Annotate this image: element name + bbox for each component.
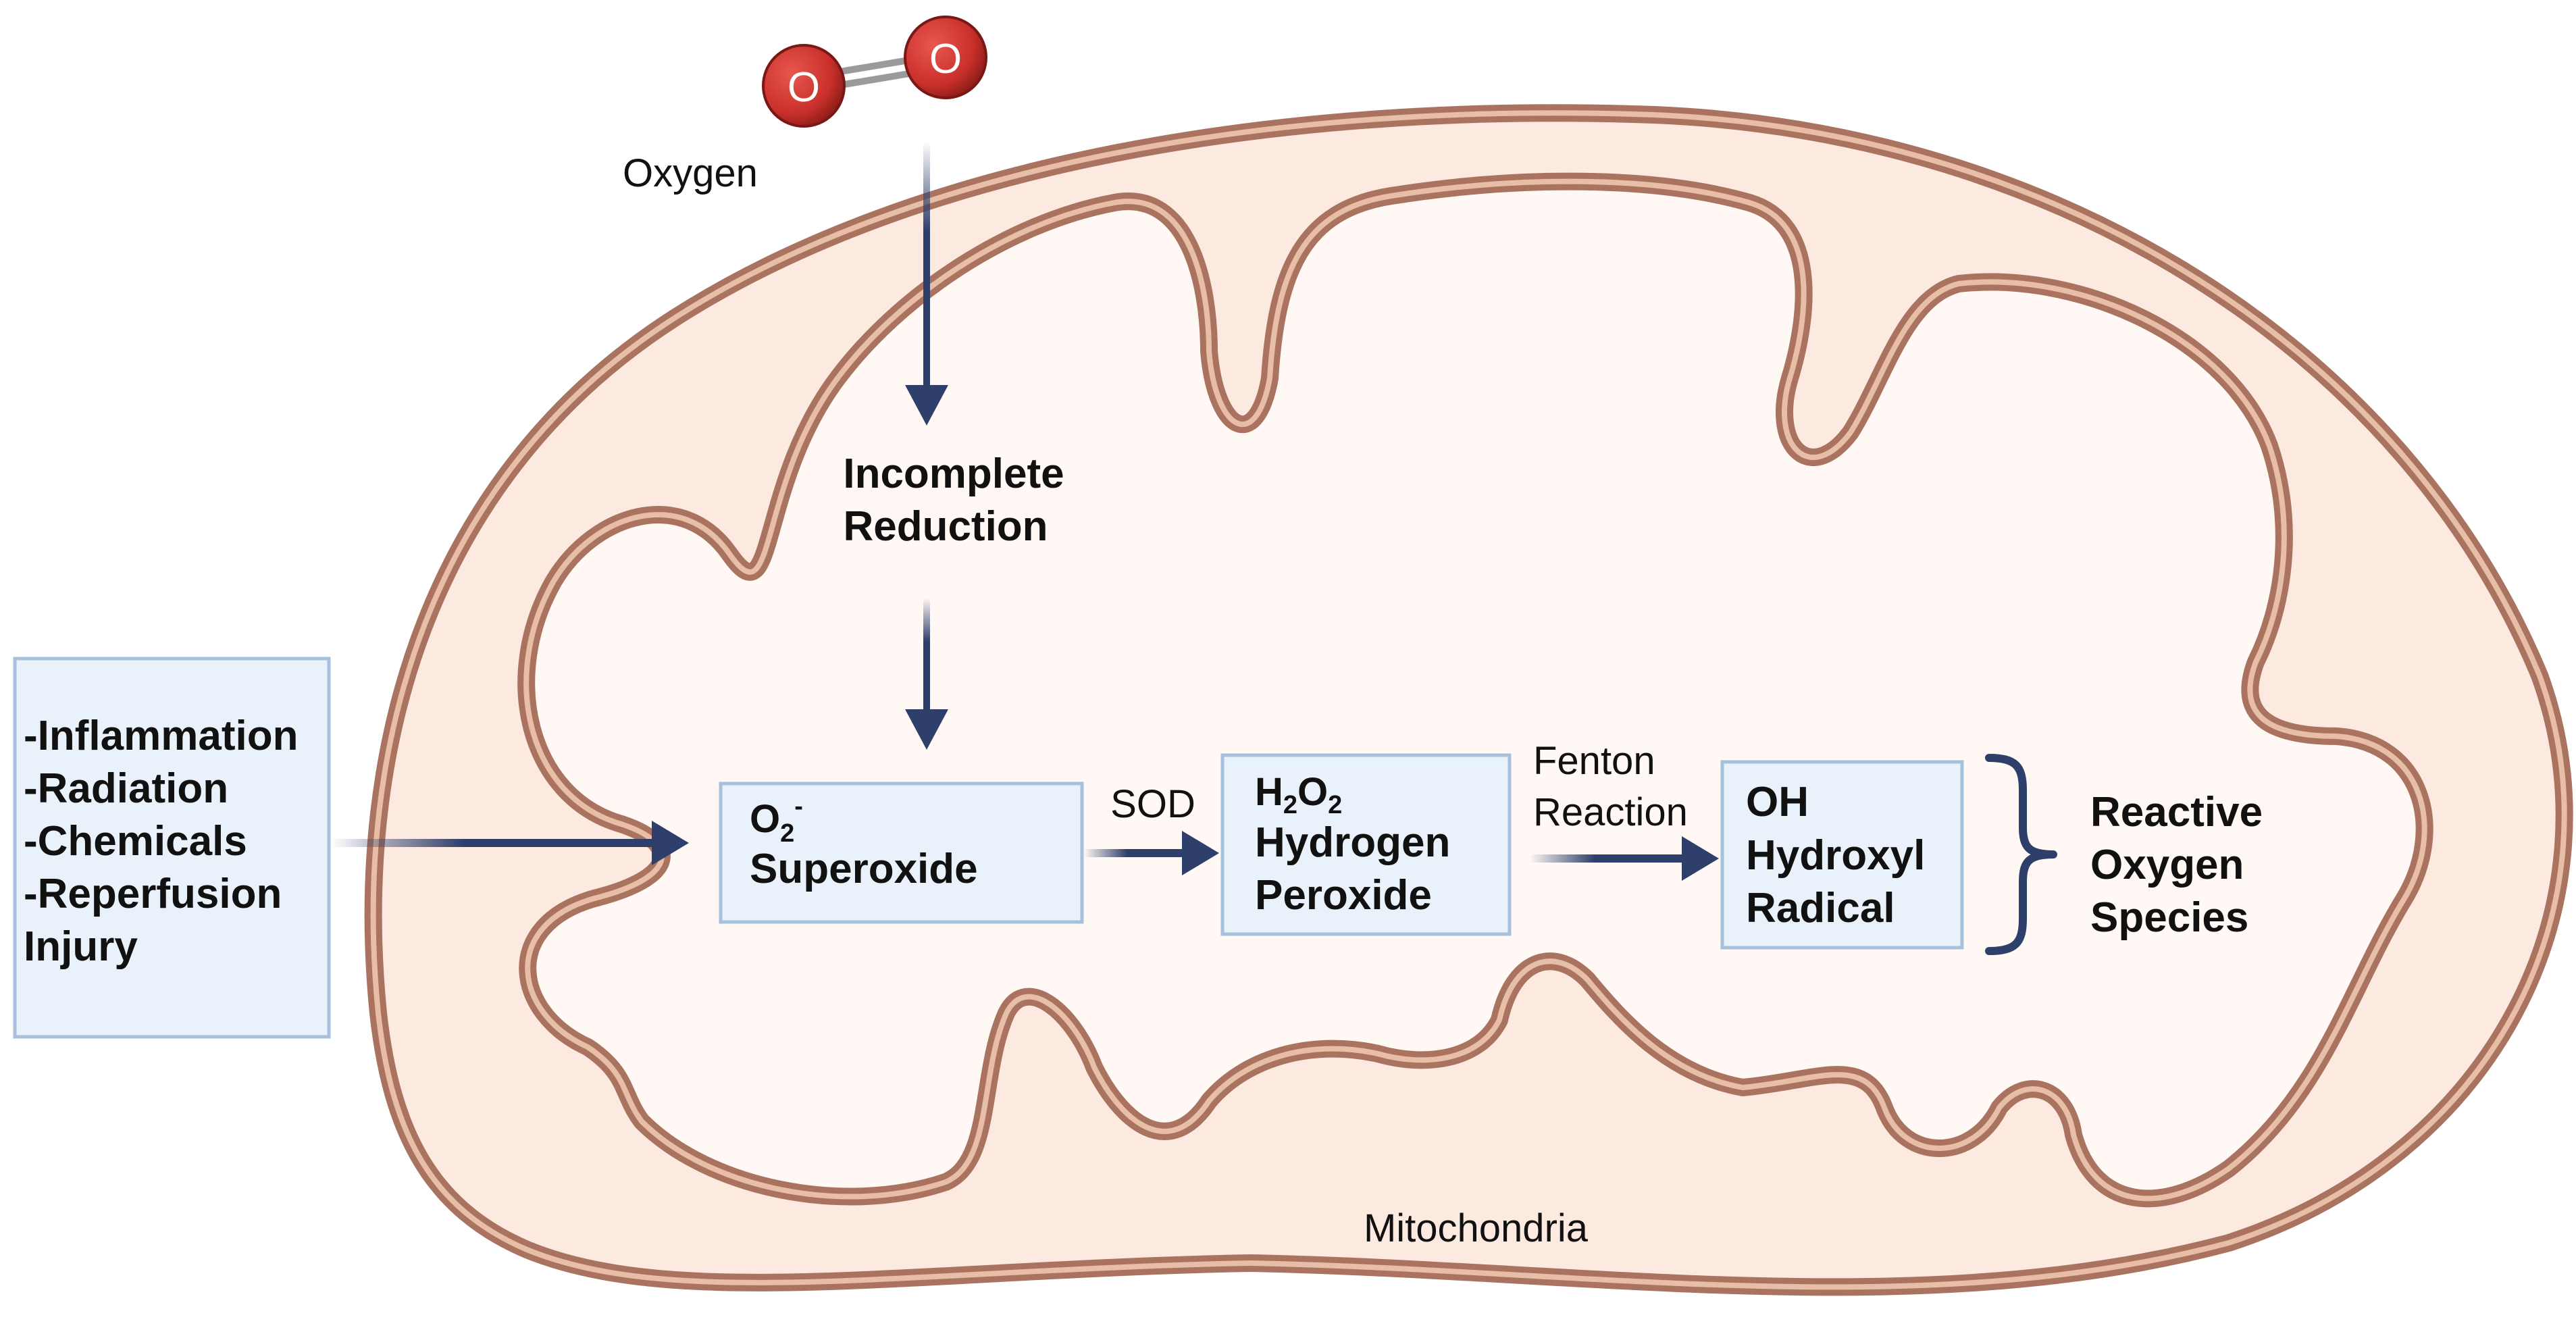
peroxide-name-line2: Peroxide [1255, 872, 1432, 919]
sod-label: SOD [1110, 782, 1195, 826]
superoxide-box: O2- Superoxide [719, 782, 1084, 924]
cause-item: -Reperfusion [24, 871, 282, 917]
oxygen-atom-left: O [788, 64, 820, 111]
hydroxyl-radical-box: OH Hydroxyl Radical [1720, 760, 1964, 950]
mitochondria-label: Mitochondria [1364, 1206, 1589, 1250]
arrow-causes-to-superoxide [331, 821, 689, 865]
arrow-peroxide-to-hydroxyl [1530, 836, 1719, 881]
superoxide-name: Superoxide [750, 846, 978, 892]
curly-brace [1985, 754, 2057, 955]
cause-item: -Radiation [24, 765, 228, 812]
incomplete-reduction-line1: Incomplete [843, 451, 1064, 497]
causes-box: -Inflammation -Radiation -Chemicals -Rep… [13, 657, 331, 1039]
ros-label-line3: Species [2090, 894, 2248, 941]
superoxide-formula: O2- [750, 792, 803, 848]
cause-item: -Inflammation [24, 713, 298, 759]
oxygen-label: Oxygen [623, 151, 758, 195]
arrow-oxygen-to-reduction [905, 142, 948, 426]
hydrogen-peroxide-box: H2O2 Hydrogen Peroxide [1220, 753, 1512, 936]
hydroxyl-name-line1: Hydroxyl [1746, 832, 1925, 879]
peroxide-name-line1: Hydrogen [1255, 819, 1450, 866]
hydroxyl-name-line2: Radical [1746, 885, 1895, 931]
oxygen-molecule-icon: O O [762, 16, 987, 128]
arrow-superoxide-to-peroxide [1084, 831, 1219, 875]
cause-item: Injury [24, 923, 138, 970]
fenton-label-line1: Fenton [1533, 739, 1655, 783]
arrow-reduction-to-superoxide [905, 598, 948, 750]
fenton-label-line2: Reaction [1533, 790, 1688, 834]
ros-label-line1: Reactive [2090, 789, 2263, 836]
hydroxyl-formula: OH [1746, 779, 1809, 825]
oxygen-atom-right: O [929, 36, 962, 82]
peroxide-formula: H2O2 [1255, 770, 1342, 819]
incomplete-reduction-line2: Reduction [843, 503, 1048, 550]
cause-item: -Chemicals [24, 818, 247, 865]
ros-label-line2: Oxygen [2090, 842, 2244, 888]
